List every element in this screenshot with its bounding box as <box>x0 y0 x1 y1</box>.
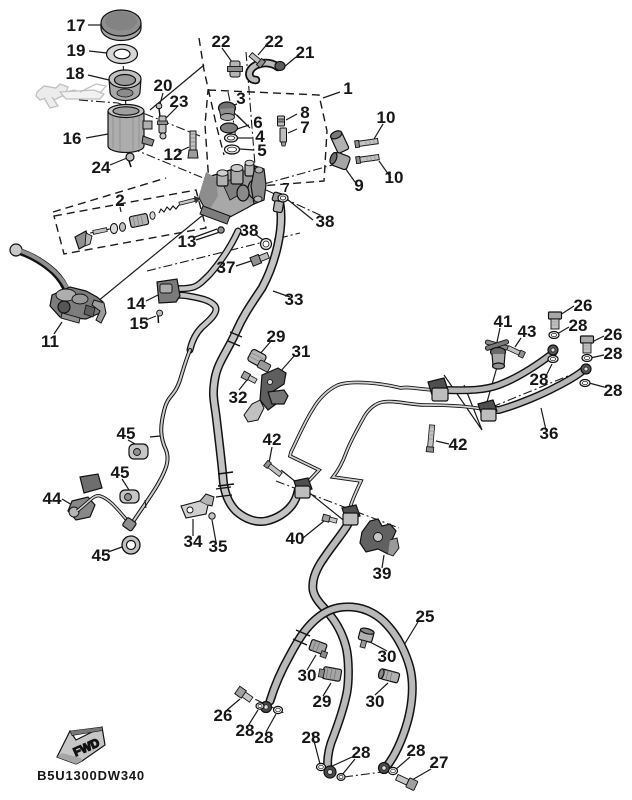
svg-text:28: 28 <box>302 728 321 747</box>
svg-text:40: 40 <box>286 529 305 548</box>
svg-text:31: 31 <box>292 342 311 361</box>
svg-text:22: 22 <box>265 32 284 51</box>
svg-text:22: 22 <box>212 32 231 51</box>
svg-text:B5U1300DW340: B5U1300DW340 <box>37 768 145 783</box>
svg-text:20: 20 <box>154 76 173 95</box>
svg-text:26: 26 <box>574 296 593 315</box>
svg-text:12: 12 <box>164 145 183 164</box>
svg-text:16: 16 <box>63 129 82 148</box>
svg-text:34: 34 <box>184 532 203 551</box>
svg-text:7: 7 <box>300 118 309 137</box>
svg-text:38: 38 <box>240 221 259 240</box>
svg-text:26: 26 <box>604 325 623 344</box>
svg-text:11: 11 <box>41 332 59 351</box>
svg-text:9: 9 <box>354 176 363 195</box>
svg-text:25: 25 <box>416 607 435 626</box>
svg-text:6: 6 <box>253 113 262 132</box>
svg-text:7: 7 <box>282 180 289 195</box>
svg-text:30: 30 <box>298 666 317 685</box>
svg-text:44: 44 <box>43 489 62 508</box>
svg-text:21: 21 <box>296 43 315 62</box>
svg-text:5: 5 <box>257 141 266 160</box>
svg-text:15: 15 <box>130 314 149 333</box>
svg-text:10: 10 <box>377 108 396 127</box>
svg-text:32: 32 <box>229 388 248 407</box>
svg-text:41: 41 <box>494 312 513 331</box>
svg-text:19: 19 <box>67 41 86 60</box>
svg-text:38: 38 <box>316 212 335 231</box>
svg-text:43: 43 <box>518 322 537 341</box>
svg-text:35: 35 <box>209 537 228 556</box>
svg-text:18: 18 <box>66 64 85 83</box>
svg-text:28: 28 <box>604 381 623 400</box>
svg-text:29: 29 <box>267 327 286 346</box>
svg-text:28: 28 <box>236 721 255 740</box>
svg-text:28: 28 <box>352 743 371 762</box>
svg-text:45: 45 <box>111 463 130 482</box>
svg-text:17: 17 <box>67 16 86 35</box>
svg-text:4: 4 <box>255 127 265 146</box>
svg-text:26: 26 <box>214 706 233 725</box>
svg-text:29: 29 <box>313 692 332 711</box>
svg-text:30: 30 <box>366 692 385 711</box>
svg-text:24: 24 <box>92 158 111 177</box>
svg-text:28: 28 <box>255 728 274 747</box>
svg-text:10: 10 <box>385 168 404 187</box>
svg-text:28: 28 <box>604 344 623 363</box>
svg-text:28: 28 <box>407 741 426 760</box>
svg-text:28: 28 <box>569 316 588 335</box>
svg-text:33: 33 <box>285 290 304 309</box>
svg-text:8: 8 <box>300 103 309 122</box>
svg-text:14: 14 <box>127 294 146 313</box>
svg-text:2: 2 <box>115 191 124 210</box>
svg-text:23: 23 <box>170 92 189 111</box>
svg-text:36: 36 <box>540 424 559 443</box>
svg-text:39: 39 <box>373 564 392 583</box>
svg-text:27: 27 <box>430 753 449 772</box>
svg-text:28: 28 <box>530 370 549 389</box>
svg-text:30: 30 <box>378 647 397 666</box>
svg-text:37: 37 <box>217 258 236 277</box>
svg-text:13: 13 <box>178 232 197 251</box>
svg-text:3: 3 <box>236 89 245 108</box>
svg-text:42: 42 <box>449 435 468 454</box>
svg-text:42: 42 <box>263 430 282 449</box>
svg-text:1: 1 <box>343 79 352 98</box>
svg-text:45: 45 <box>92 546 111 565</box>
svg-text:45: 45 <box>117 424 136 443</box>
